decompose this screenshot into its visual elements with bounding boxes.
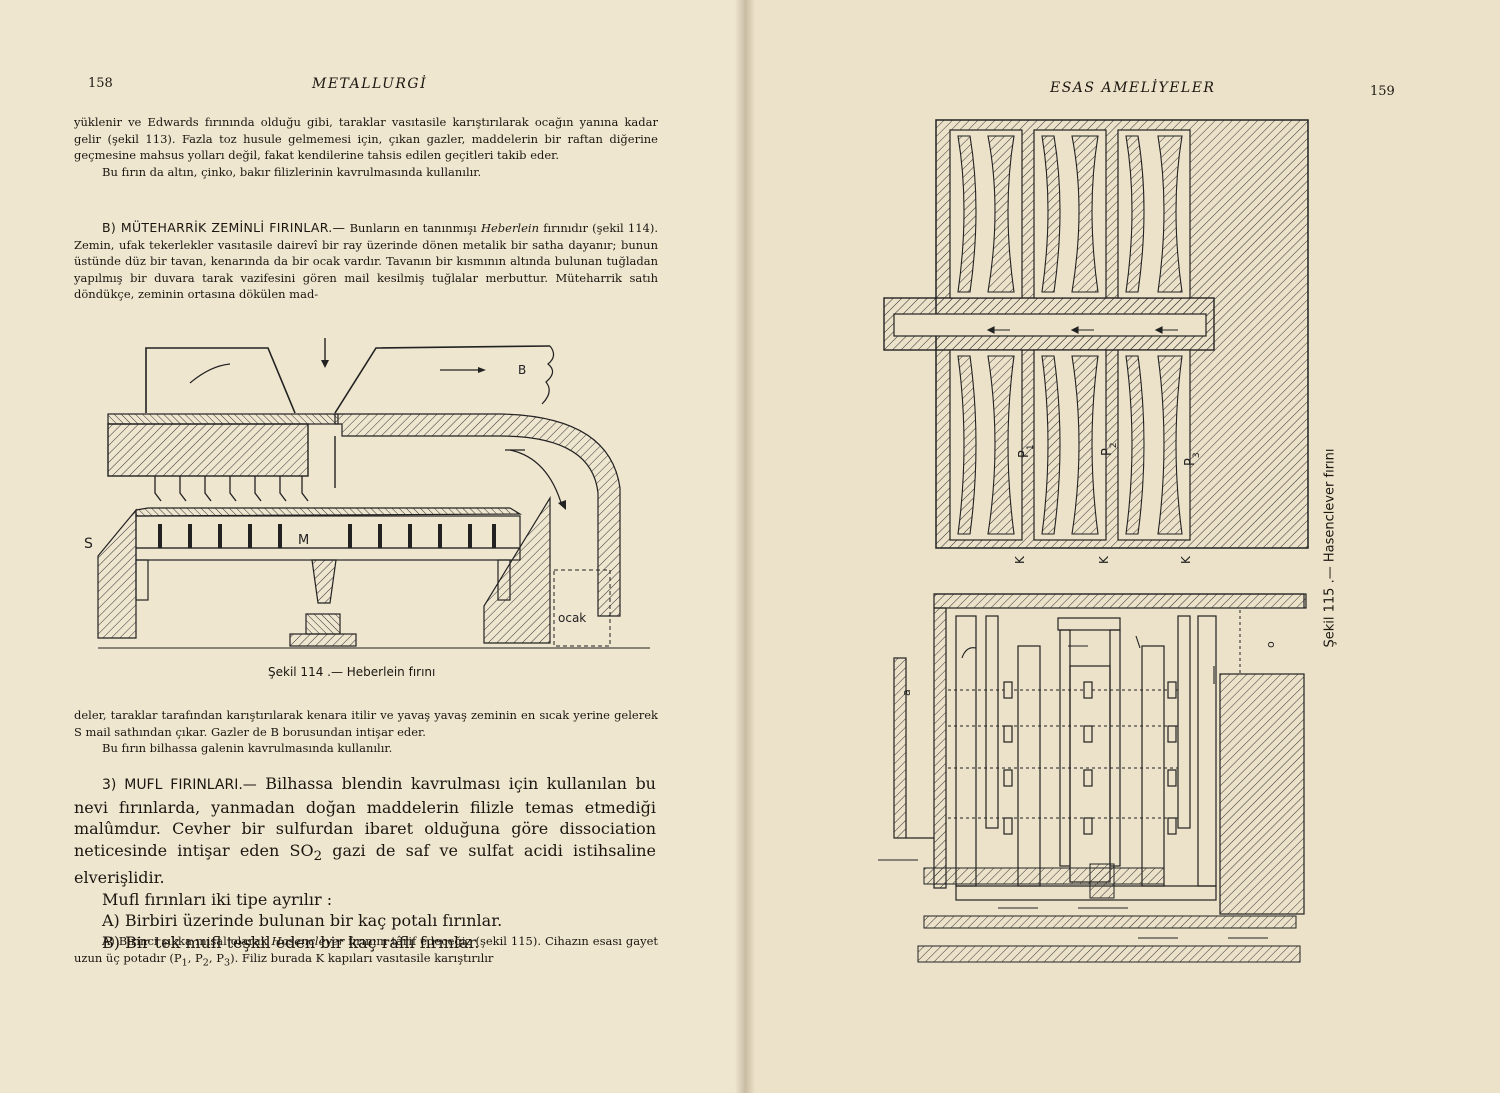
label-k3: K <box>1179 555 1193 564</box>
section-3-line-b: B) Bir tek mufl teşkil eden bir kaç rafl… <box>102 932 480 952</box>
hearth-beams <box>158 524 496 548</box>
footer-sep-2: , P <box>208 950 224 965</box>
label-m: M <box>298 533 309 548</box>
rake-wall <box>107 423 309 477</box>
figure-115-caption: Şekil 115 .— Hasenclever fırını <box>1322 447 1338 648</box>
label-p3: P3 <box>1183 452 1202 466</box>
center-pivot <box>311 559 337 604</box>
section-3-paragraph: 3) MUFL FIRINLARI.— Bilhassa blendin kav… <box>74 773 656 889</box>
left-hood <box>145 347 296 414</box>
after-figure-paragraph-2: Bu fırın bilhassa galenin kavrulmasında … <box>102 741 393 755</box>
elevation-view: a o <box>878 593 1307 963</box>
section-3-text-1: Bilhassa blendin kavrulması için kullanı… <box>74 774 656 860</box>
rotating-hearth <box>135 507 523 517</box>
section-3-heading: 3) MUFL FIRINLARI.— <box>102 777 257 793</box>
label-k2: K <box>1097 555 1111 564</box>
flue-channel <box>334 413 621 617</box>
intro-block: yüklenir ve Edwards fırınında olduğu gib… <box>74 114 658 180</box>
after-figure-block: deler, taraklar tarafından karıştırılara… <box>74 707 658 757</box>
page-number-left: 158 <box>88 76 113 91</box>
footer-sep-1: , P <box>187 950 203 965</box>
book-gutter <box>735 0 755 1093</box>
section-3-types: Mufl fırınları iki tipe ayrılır : <box>102 889 333 909</box>
paragraph-1: yüklenir ve Edwards fırınında olduğu gib… <box>74 115 658 162</box>
paragraph-2: Bu fırın da altın, çinko, bakır filizler… <box>102 164 482 179</box>
footer-sub-3: 3 <box>223 956 231 968</box>
label-p1: P1 <box>1017 444 1036 458</box>
figure-114-caption: Şekil 114 .— Heberlein fırını <box>268 665 436 679</box>
label-b: B <box>518 363 526 377</box>
label-s: S <box>84 536 93 552</box>
flow-arrow-left <box>189 363 231 384</box>
footer-paragraph: A) Birinci şıkka misal olarak Hasencleve… <box>74 933 658 971</box>
right-wall <box>483 495 551 644</box>
footer-sub-2: 2 <box>202 956 209 968</box>
section-3-block: 3) MUFL FIRINLARI.— Bilhassa blendin kav… <box>74 773 656 953</box>
left-page: 158 METALLURGİ yüklenir ve Edwards fırın… <box>0 0 745 1093</box>
figure-114-heberlein: B <box>84 338 650 649</box>
figure-115-caption-wrap: Şekil 115 .— Hasenclever fırını <box>1320 440 1340 655</box>
label-a: a <box>900 689 913 696</box>
after-figure-paragraph-1: deler, taraklar tarafından karıştırılara… <box>74 708 658 739</box>
page-number-right: 159 <box>1370 84 1395 99</box>
label-k1: K <box>1013 555 1027 564</box>
label-o: o <box>1264 641 1277 648</box>
footer-block: A) Birinci şıkka misal olarak Hasencleve… <box>74 933 658 971</box>
ocak-outline <box>553 569 611 647</box>
footer-sub-1: 1 <box>181 956 188 968</box>
figure-115-hasenclever: P1 P2 P3 K K K <box>878 119 1309 963</box>
section-b-paragraph: B) MÜTEHARRİK ZEMİNLİ FIRINLAR.— Bunları… <box>74 220 658 303</box>
running-title-left: METALLURGİ <box>312 76 428 92</box>
section-3-subscript: 2 <box>313 848 323 864</box>
section-b-block: B) MÜTEHARRİK ZEMİNLİ FIRINLAR.— Bunları… <box>74 220 658 303</box>
rakes <box>154 476 309 502</box>
section-b-text-2: fırınıdır (şekil 114). Zemin, ufak teker… <box>74 221 658 301</box>
discharge-slope <box>97 508 137 639</box>
heberlein-name: Heberlein <box>480 221 540 235</box>
hasenclever-name: Hasenclever <box>271 934 345 948</box>
section-3-line-a: A) Birbiri üzerinde bulunan bir kaç pota… <box>102 911 503 931</box>
footer-text-2: fırınını târif edeceğiz (şekil 115). Cih… <box>74 934 658 965</box>
section-b-heading: B) MÜTEHARRİK ZEMİNLİ FIRINLAR.— <box>102 220 346 235</box>
footer-text-1: A) Birinci şıkka misal olarak <box>102 934 272 948</box>
section-b-text-1: Bunların en tanınmışı <box>345 221 481 235</box>
running-title-right: ESAS AMELİYELER <box>1050 80 1216 96</box>
right-hood <box>334 345 551 414</box>
label-p2: P2 <box>1100 442 1119 456</box>
label-ocak: ocak <box>558 611 586 625</box>
plan-view: P1 P2 P3 K K K <box>883 119 1309 564</box>
section-3-text-2: gazi de saf ve sulfat acidi istihsaline … <box>74 840 656 888</box>
footer-text-3: ). Filiz burada K kapıları vasıtasile ka… <box>230 950 494 965</box>
